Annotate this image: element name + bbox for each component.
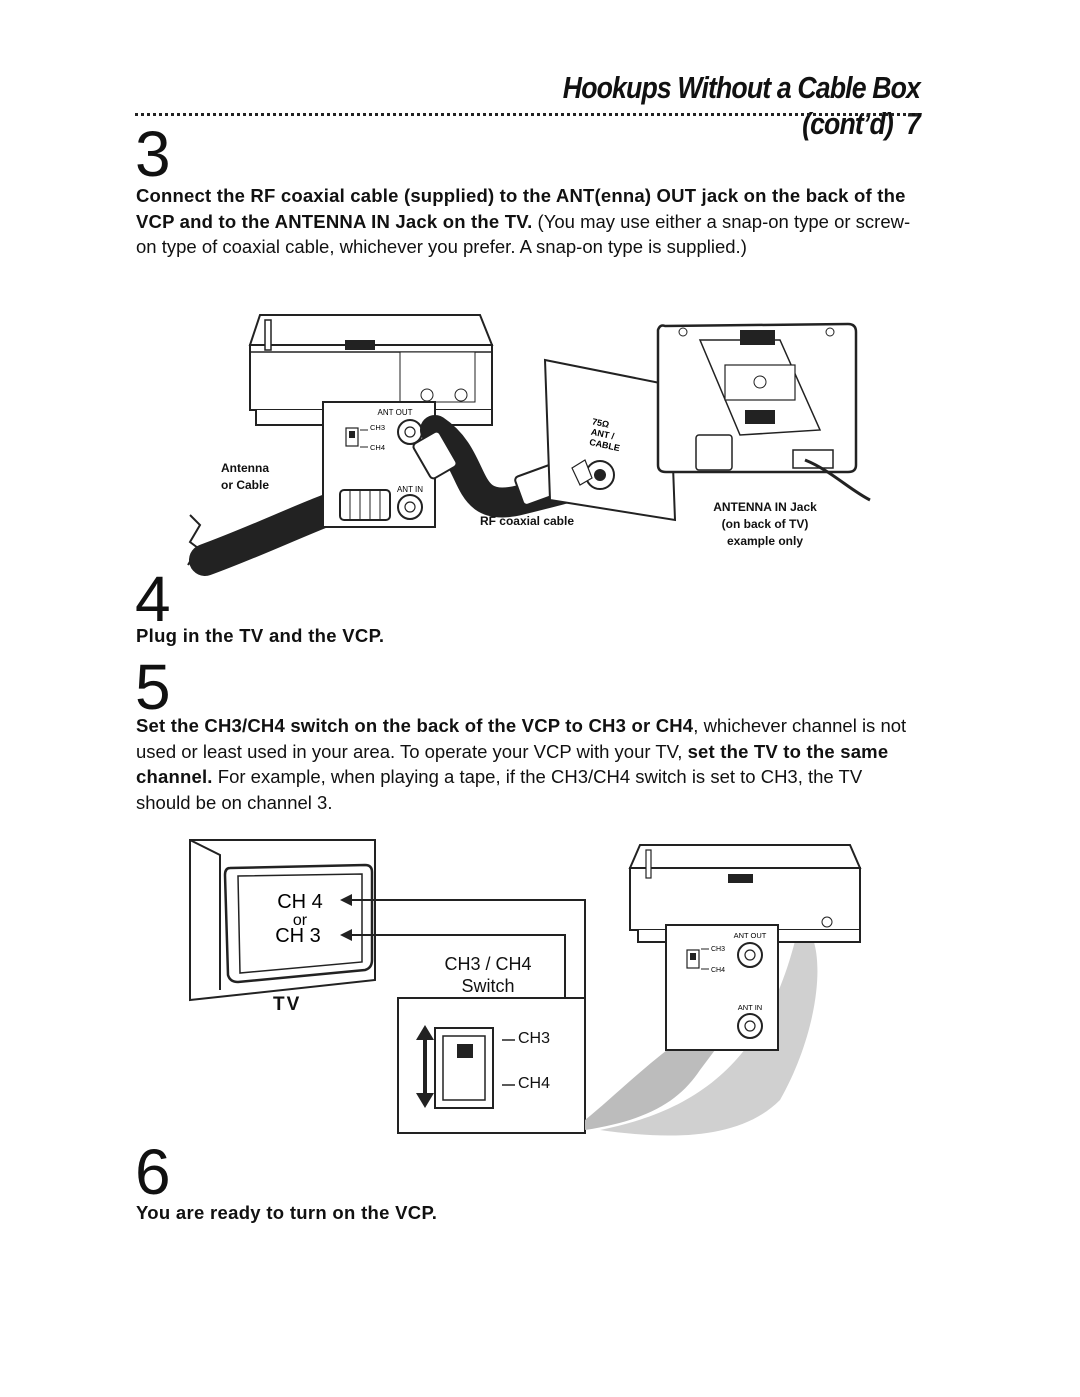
step-6-number: 6 — [135, 1136, 171, 1208]
step-5-bold-a: Set the CH3/CH4 switch on the back of th… — [136, 715, 694, 736]
hookup-diagram: ANT OUT CH3 CH4 ANT IN 75Ω ANT / CABLE — [187, 314, 871, 576]
switch-ch3-label: CH3 — [518, 1030, 551, 1047]
step-5-number: 5 — [135, 651, 171, 723]
antenna-label-2: or Cable — [220, 478, 269, 492]
antenna-label-1: Antenna — [221, 461, 269, 475]
fig2-ant-in-label: ANT IN — [738, 1003, 762, 1012]
step-3-text: Connect the RF coaxial cable (supplied) … — [136, 183, 916, 260]
page-header: Hookups Without a Cable Box (cont’d) 7 — [507, 70, 921, 142]
on-back-label: (on back of TV) — [721, 517, 809, 531]
step-3-normal: (You may use either a snap-on type or sc… — [136, 210, 911, 258]
tv-jack-plate — [543, 358, 677, 522]
fig1-ch3-label: CH3 — [370, 423, 385, 432]
antenna-connector — [339, 489, 391, 521]
rf-cable-label: RF coaxial cable — [479, 514, 575, 528]
header-title: Hookups Without a Cable Box (cont’d) — [562, 70, 921, 141]
channel-switch-diagram: CH 4 or CH 3 ANT OUT CH3 CH4 ANT IN — [189, 839, 862, 1136]
switch-title-1: CH3 / CH4 — [444, 954, 532, 974]
step-5-normal-b: For example, when playing a tape, if the… — [136, 766, 863, 813]
zoom-sweep-2 — [600, 920, 818, 1136]
ch3-big-label: CH 3 — [275, 925, 321, 947]
ch4-big-label: CH 4 — [277, 891, 323, 913]
switch-title-2: Switch — [461, 976, 515, 996]
step-3-number: 3 — [135, 118, 171, 190]
step-3-bold: Connect the RF coaxial cable (supplied) … — [136, 185, 906, 232]
step-6-text: You are ready to turn on the VCP. — [136, 1202, 438, 1223]
fig2-ch4-label: CH4 — [711, 967, 725, 974]
step-4-text: Plug in the TV and the VCP. — [136, 625, 385, 646]
tv-rear — [656, 322, 871, 502]
switch-ch4-label: CH4 — [518, 1075, 551, 1092]
fig1-ant-out-label: ANT OUT — [378, 408, 413, 417]
fig1-ant-in-label: ANT IN — [397, 485, 423, 494]
jack-ohm-label: 75Ω — [591, 416, 610, 429]
or-label: or — [293, 912, 308, 929]
header-divider — [135, 113, 918, 116]
fig1-ch4-label: CH4 — [370, 443, 385, 452]
tv-front — [189, 839, 376, 1002]
step-4-number: 4 — [135, 563, 171, 635]
step-5-bold-b: set the TV to the same channel. — [136, 740, 889, 788]
fig2-ant-out-label: ANT OUT — [734, 931, 767, 940]
fig2-ch3-label: CH3 — [711, 946, 725, 953]
antenna-in-jack-label: ANTENNA IN Jack — [713, 500, 817, 514]
step-5-text: Set the CH3/CH4 switch on the back of th… — [136, 713, 916, 815]
tv-label: TV — [273, 994, 302, 1015]
switch-box — [397, 997, 586, 1134]
jack-ant-label: ANT / — [590, 427, 616, 442]
vcp-panel-small — [665, 924, 779, 1051]
example-label: example only — [726, 534, 804, 548]
step-5-normal-a: , whichever channel is not used or least… — [136, 715, 907, 762]
page-number: 7 — [906, 106, 921, 141]
